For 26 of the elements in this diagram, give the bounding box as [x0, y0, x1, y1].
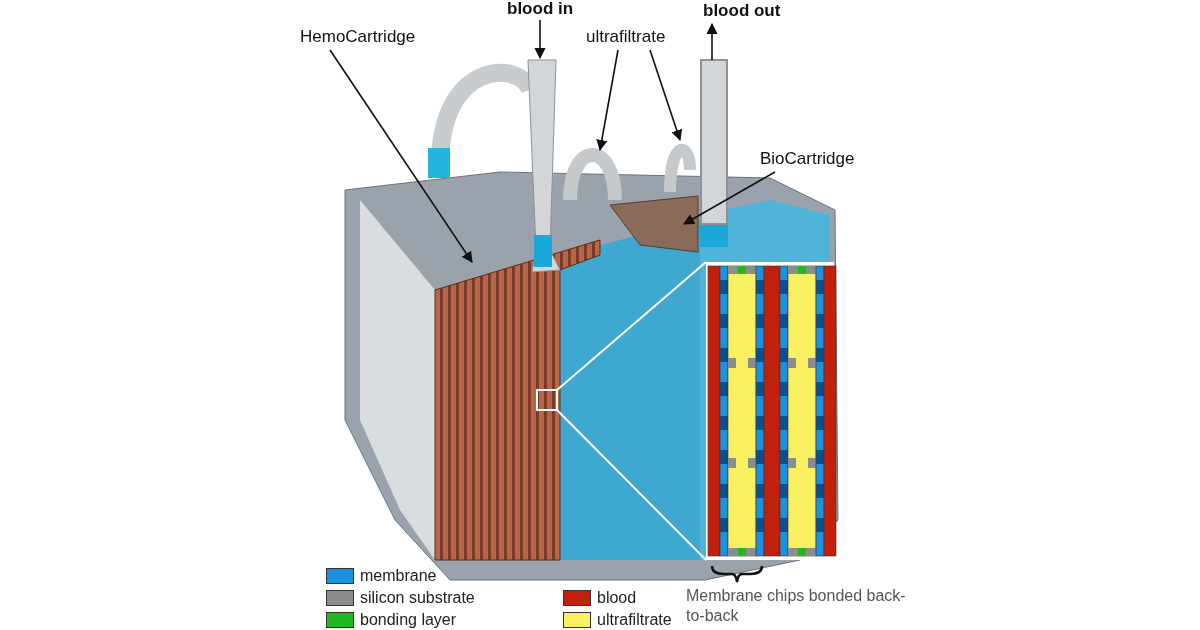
zoom-line: [556, 261, 707, 391]
leader-line: [329, 49, 473, 263]
tube-connector: [563, 148, 622, 201]
outlet-tube: [700, 59, 728, 225]
legend-label: blood: [597, 590, 637, 606]
legend-label: bonding layer: [360, 612, 457, 628]
arrow: [534, 19, 546, 60]
callout-label: blood in: [507, 0, 574, 18]
membrane-chip-cross-section-drawing: [706, 262, 837, 560]
magnified-area-frame: [536, 389, 558, 411]
legend-label: membrane: [360, 568, 437, 584]
arrow: [706, 22, 718, 61]
tube-connector: [664, 144, 696, 193]
callout-label: blood out: [703, 2, 781, 20]
zoom-line: [556, 409, 707, 561]
callout-label: HemoCartridge: [300, 28, 416, 46]
callout-label: ultrafiltrate: [586, 28, 666, 46]
callout-label: BioCartridge: [760, 150, 855, 168]
leader-line: [596, 49, 619, 152]
cartridge-top: [609, 195, 699, 253]
caption-text: Membrane chips bonded back-to-back: [686, 586, 907, 626]
inlet-tube: [527, 59, 561, 273]
leader-line: [649, 49, 683, 142]
legend-label: ultrafiltrate: [597, 612, 672, 628]
legend-label: silicon substrate: [360, 590, 475, 606]
cartridge-plate-stack: [434, 239, 601, 561]
